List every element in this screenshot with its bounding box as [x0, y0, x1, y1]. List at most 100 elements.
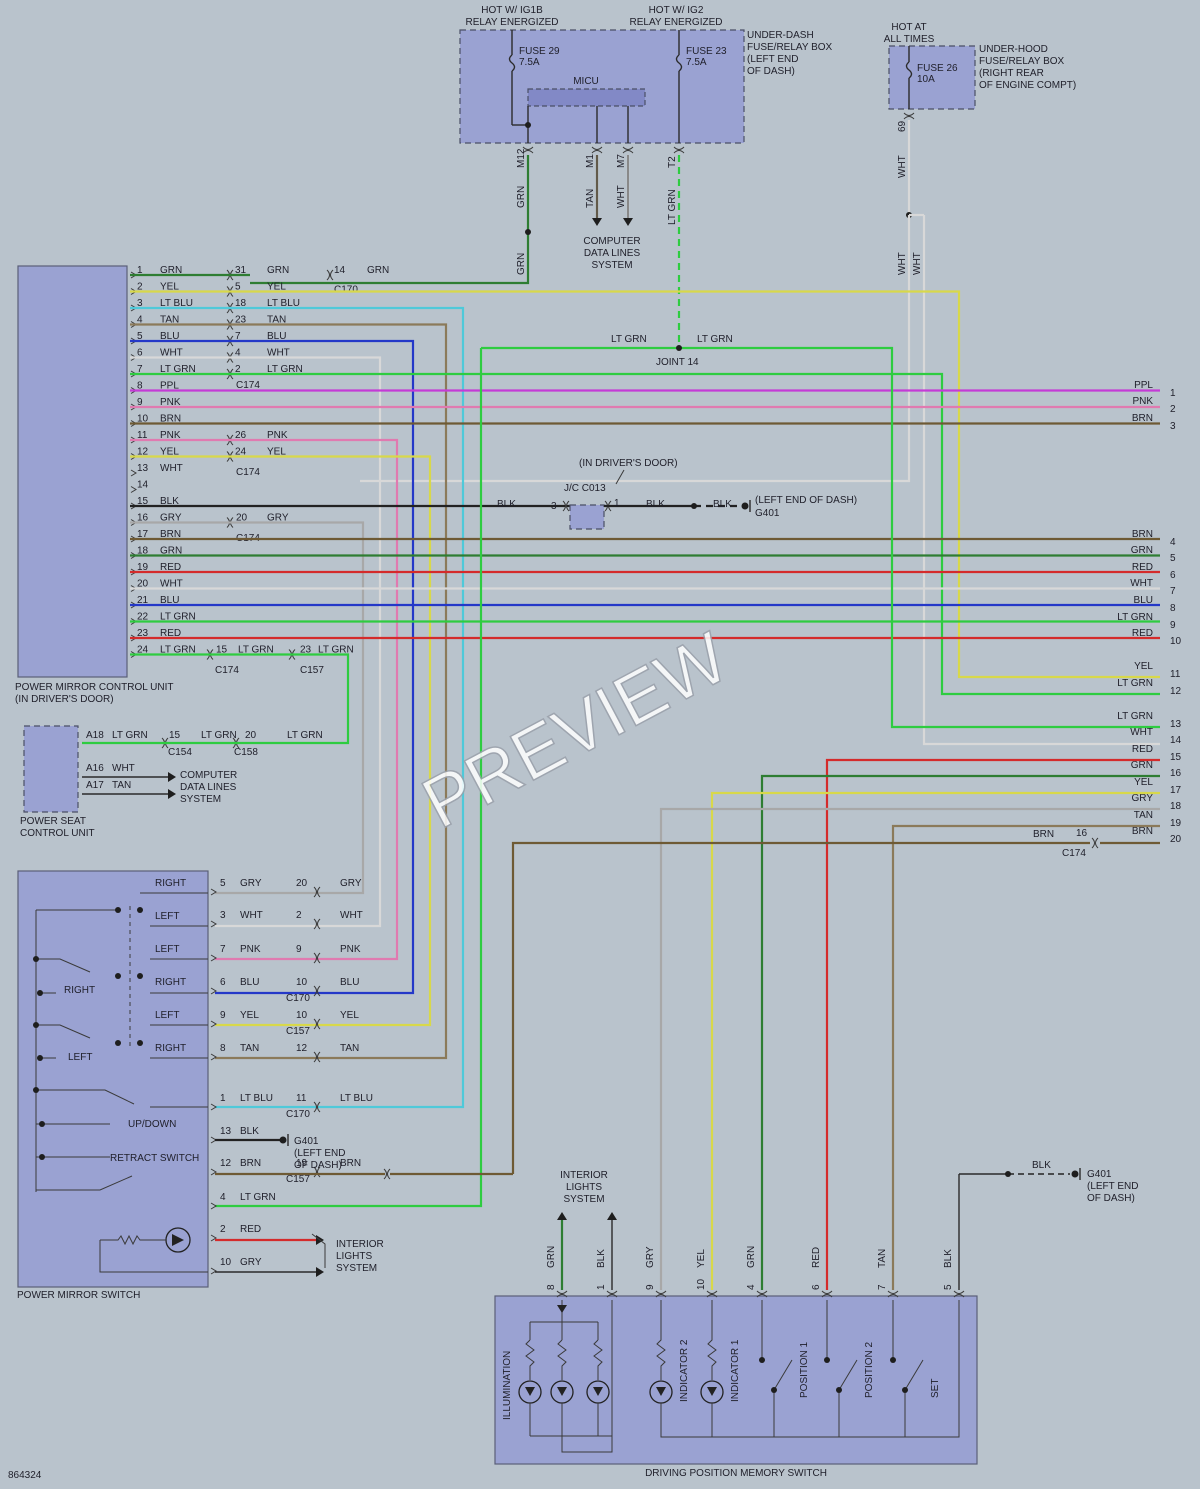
pscu-pin-color: TAN: [112, 780, 131, 791]
terminal-number: 11: [1170, 669, 1181, 680]
pms-pin-color: BRN: [240, 1158, 261, 1169]
wire-grn-dpms4: [760, 774, 1160, 1290]
c-pin-color: LT GRN: [287, 730, 323, 741]
computer-data-lines-label: COMPUTER: [180, 770, 237, 781]
pmcu-pin-color: WHT: [160, 579, 183, 590]
pin-chevron: [130, 469, 137, 477]
c-pin-number: 2: [296, 910, 302, 921]
pmcu-pin-number: 7: [137, 364, 143, 375]
fuse-23-label: FUSE 23: [686, 46, 727, 57]
c-pin-number: 26: [235, 430, 247, 441]
c-pin-color: WHT: [267, 348, 290, 359]
terminal-color-label: RED: [1132, 744, 1153, 755]
resistor-icon: [707, 1300, 717, 1380]
connector-symbol: [556, 1290, 568, 1294]
pmcu-pin-color: GRN: [160, 265, 182, 276]
diode-icon: [557, 1305, 567, 1313]
junction-dot: [115, 1040, 121, 1046]
pmcu-pin-color: PPL: [160, 381, 179, 392]
dpms-pin-number: 7: [877, 1284, 888, 1290]
hot-at-label: HOT AT: [891, 22, 926, 33]
switch-contact: [838, 1359, 858, 1437]
pms-pin-number: 4: [220, 1192, 226, 1203]
pin-t2-label: T2: [667, 156, 678, 168]
junction-dot: [37, 990, 43, 996]
connector-symbol: [606, 1294, 618, 1298]
wire-grn-m12: [250, 155, 530, 285]
connector-symbol: [622, 146, 634, 150]
connector-symbol: [706, 1290, 718, 1294]
c-pin-number: 7: [235, 331, 241, 342]
led-icon: [172, 1234, 184, 1246]
connector-symbol: [756, 1290, 768, 1294]
dpms-pin-color: BLK: [596, 1249, 607, 1268]
pmcu-pin-number: 2: [137, 282, 143, 293]
terminal-color-label: RED: [1132, 628, 1153, 639]
c-pin-number: 10: [296, 1010, 308, 1021]
terminal-number: 16: [1170, 768, 1182, 779]
underhood-fuse-relay-box: [888, 45, 976, 110]
c-pin-color: PNK: [340, 944, 361, 955]
pin-69-label: 69: [897, 120, 908, 132]
terminal-color-label: LT GRN: [1117, 678, 1153, 689]
pmcu-pin-color: LT BLU: [160, 298, 193, 309]
wire-color-label: WHT: [912, 252, 923, 275]
pscu-pin-number: A16: [86, 763, 104, 774]
switch-position-label: RIGHT: [155, 977, 186, 988]
c-pin-color: YEL: [340, 1010, 359, 1021]
dpms-pin-color: BLK: [943, 1249, 954, 1268]
pmcu-pin-number: 1: [137, 265, 143, 276]
connector-symbol: [591, 150, 603, 154]
wire-color-label: GRN: [516, 186, 527, 208]
terminal-color-label: PPL: [1134, 380, 1153, 391]
pmcu-pin-number: 16: [137, 513, 149, 524]
c-pin-color: LT BLU: [340, 1093, 373, 1104]
wire-ltblu-pin3: [130, 306, 465, 1109]
power-mirror-control-unit-title: POWER MIRROR CONTROL UNIT: [15, 682, 174, 693]
pmcu-pin-number: 14: [137, 480, 149, 491]
connector-symbol: [383, 1168, 387, 1180]
c-pin-color: LT GRN: [201, 730, 237, 741]
connector-symbol: [313, 952, 317, 964]
pmcu-pin-number: 21: [137, 595, 149, 606]
led-icon: [557, 1387, 567, 1396]
illumination-label: ILLUMINATION: [502, 1351, 513, 1420]
terminal-color-label: RED: [1132, 562, 1153, 573]
pmcu-pin-number: 12: [137, 447, 149, 458]
ground-g401-icon: [279, 1136, 287, 1144]
connector-symbol: [313, 985, 317, 997]
switch-contact: [773, 1359, 793, 1437]
resistor-icon: [656, 1300, 666, 1380]
c-pin-number: 20: [296, 878, 308, 889]
pms-pin-color: LT GRN: [240, 1192, 276, 1203]
pms-pin-number: 7: [220, 944, 226, 955]
pmcu-pin-number: 9: [137, 397, 143, 408]
dpms-pin-color: GRY: [645, 1246, 656, 1268]
memory-switch-label: SET: [930, 1379, 941, 1398]
pms-pin-number: 1: [220, 1093, 226, 1104]
pmcu-pin-number: 17: [137, 529, 149, 540]
junction-dot: [33, 1022, 39, 1028]
pin-chevron: [210, 1168, 217, 1176]
pmcu-pin-color: TAN: [160, 315, 179, 326]
dpms-pin-color: GRN: [746, 1246, 757, 1268]
c-pin-color: BLU: [340, 977, 359, 988]
all-times-label: ALL TIMES: [884, 34, 935, 45]
terminal-number: 10: [1170, 636, 1182, 647]
ground-g401-icon: [1071, 1170, 1079, 1178]
connector-label: C170: [286, 993, 310, 1004]
leader-line: [615, 469, 625, 485]
pin-chevron: [210, 954, 217, 962]
wire-blu-pin5: [130, 339, 415, 995]
wire-ltgrn-pin7: [130, 372, 1160, 696]
pmcu-pin-number: 13: [137, 463, 149, 474]
c-pin-number: 23: [235, 315, 247, 326]
connector-symbol: [1095, 837, 1099, 849]
wire-tan-dpms7: [891, 824, 1160, 1290]
brace: [311, 1233, 326, 1268]
wire-color-label: BLK: [646, 499, 665, 510]
led-icon: [707, 1387, 717, 1396]
arrow-down-icon: [623, 218, 633, 226]
arrow-up-icon: [607, 1212, 617, 1220]
wire-color-label: BRN: [1033, 829, 1054, 840]
